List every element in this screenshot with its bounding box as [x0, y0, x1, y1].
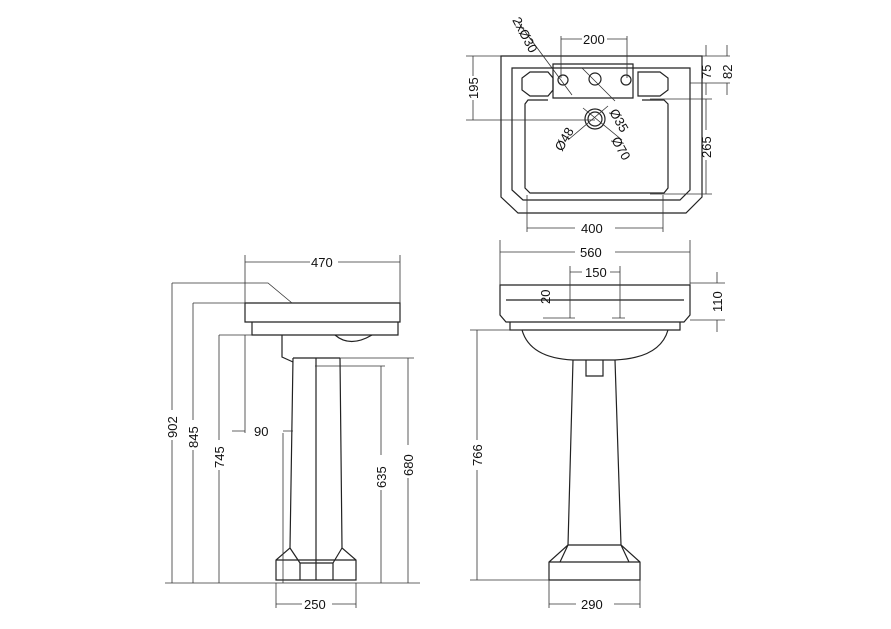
label-tap-holes: 2xØ30	[509, 14, 540, 55]
dim-depth: 470	[311, 255, 333, 270]
dim-front-base: 290	[581, 597, 603, 612]
dim-110: 110	[710, 291, 725, 312]
dim-195: 195	[466, 77, 481, 99]
dim-845: 845	[186, 426, 201, 448]
dim-680: 680	[401, 454, 416, 476]
dim-745: 745	[212, 446, 227, 468]
label-waste-48: Ø48	[552, 125, 577, 154]
dim-hole-spacing: 200	[583, 32, 605, 47]
dim-635: 635	[374, 466, 389, 488]
side-view: 470 902 845 745 635 680 90 250	[165, 255, 420, 612]
dim-75: 75	[699, 65, 714, 79]
dim-basin-width: 560	[580, 245, 602, 260]
dim-400: 400	[581, 221, 603, 236]
dim-90: 90	[254, 424, 268, 439]
top-view: 200 2xØ30 75 82 195 265 400 Ø35 Ø48 Ø70	[466, 14, 735, 236]
front-view: 560 150 20 110 766 290	[470, 240, 725, 612]
dim-side-base: 250	[304, 597, 326, 612]
dim-150: 150	[585, 265, 607, 280]
dim-902: 902	[165, 416, 180, 438]
dim-82: 82	[720, 65, 735, 79]
dim-766: 766	[470, 444, 485, 466]
dim-265: 265	[699, 136, 714, 158]
label-waste-70: Ø70	[608, 134, 633, 163]
dim-20: 20	[538, 290, 553, 304]
